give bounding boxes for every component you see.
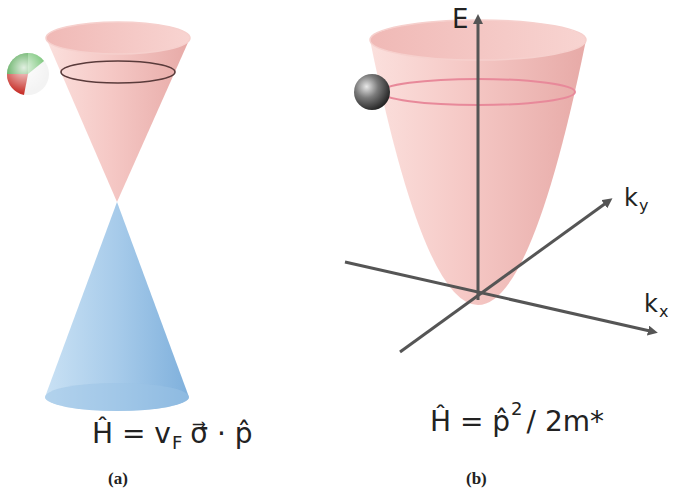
panel-label: (b)	[466, 470, 487, 487]
hamiltonian: / 2m*	[527, 408, 604, 436]
axis-label: k	[644, 292, 658, 316]
upper-cone	[46, 38, 190, 202]
particle-ball	[7, 53, 49, 95]
particle-shine	[7, 53, 49, 95]
electron	[354, 74, 390, 110]
lower-cone-base	[45, 383, 189, 411]
fermi-ring	[61, 61, 175, 83]
upper-cone-rim	[46, 22, 190, 54]
energy-axis	[477, 22, 480, 300]
axis-subscript: x	[659, 304, 668, 320]
dirac-particle	[7, 53, 49, 95]
ky-axis	[400, 203, 606, 352]
particle-ball	[354, 74, 390, 110]
hamiltonian: σ⃗ · p̂	[190, 420, 252, 448]
lower-cone	[45, 202, 189, 411]
axis-label: E	[452, 6, 468, 32]
hamiltonian: Ĥ = v	[92, 420, 171, 448]
axis-label: k	[624, 186, 638, 210]
hamiltonian: Ĥ = p̂	[430, 408, 510, 436]
axis-subscript: y	[639, 198, 648, 214]
kx-axis	[345, 262, 650, 331]
hamiltonian-subscript: F	[172, 434, 182, 452]
hamiltonian-superscript: 2	[511, 400, 522, 418]
panel-label: (a)	[108, 470, 128, 487]
